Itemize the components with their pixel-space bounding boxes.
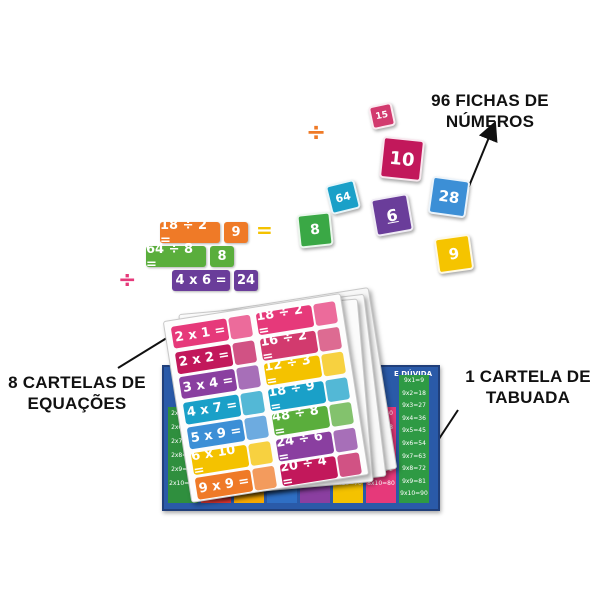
- tabuada-column: 9x1=9 9x2=18 9x3=27 9x4=36 9x5=45 9x6=54 9x7=6…: [399, 375, 429, 503]
- tabuada-cell: 9x8=72: [402, 465, 426, 473]
- card-answer-slot[interactable]: [336, 452, 363, 478]
- equation-expression[interactable]: 64 ÷ 8 =: [146, 242, 206, 272]
- card-equation-left[interactable]: 3 x 4 =: [178, 368, 238, 400]
- number-tile[interactable]: 15: [367, 101, 397, 131]
- card-answer-slot[interactable]: [243, 415, 270, 441]
- tabuada-cell: 9x9=81: [402, 477, 426, 485]
- tabuada-cell: 9x3=27: [402, 402, 426, 410]
- label-cartelas-equacoes: 8 CARTELAS DE EQUAÇÕES: [8, 373, 146, 413]
- card-answer-slot[interactable]: [316, 326, 343, 352]
- tabuada-cell: 9x7=63: [402, 452, 426, 460]
- number-tile[interactable]: 28: [427, 175, 471, 219]
- tabuada-cell: 8x10=80: [367, 480, 395, 487]
- tabuada-cell: 9x2=18: [402, 389, 426, 397]
- equation-answer[interactable]: 24: [234, 270, 258, 291]
- card-equation-right[interactable]: 20 ÷ 4 =: [279, 453, 339, 490]
- equation-answer[interactable]: 8: [210, 246, 234, 267]
- divide-sign-icon: ÷: [306, 118, 327, 146]
- card-answer-slot[interactable]: [235, 364, 262, 391]
- tabuada-cell: 9x4=36: [402, 414, 426, 422]
- number-tile[interactable]: 8: [296, 211, 334, 249]
- card-answer-slot[interactable]: [324, 376, 351, 402]
- tile-value: 28: [437, 186, 461, 208]
- tile-value: 10: [388, 147, 416, 171]
- card-answer-slot[interactable]: [320, 351, 347, 377]
- tabuada-cell: 2x9=18: [171, 466, 195, 473]
- tile-value: 6: [384, 204, 400, 226]
- tile-value: 15: [374, 109, 390, 123]
- card-answer-slot[interactable]: [231, 339, 258, 365]
- tabuada-cell: 9x10=90: [400, 490, 428, 498]
- card-answer-slot[interactable]: [312, 301, 339, 327]
- equation-expression[interactable]: 4 x 6 =: [172, 270, 230, 291]
- tabuada-cell: 9x6=54: [402, 439, 426, 447]
- number-tile[interactable]: 10: [378, 135, 426, 183]
- tile-value: 9: [447, 244, 461, 264]
- equation-card[interactable]: 2 x 1 =2 x 2 =3 x 4 =4 x 7 =5 x 9 =6 x 1…: [162, 293, 370, 503]
- card-answer-slot[interactable]: [328, 401, 355, 427]
- card-equation-left[interactable]: 2 x 1 =: [170, 318, 230, 349]
- card-answer-slot[interactable]: [251, 465, 278, 491]
- card-answer-slot[interactable]: [228, 314, 254, 340]
- label-cartela-tabuada: 1 CARTELA DE TABUADA: [465, 367, 591, 407]
- tabuada-cell: 9x1=9: [403, 377, 425, 384]
- number-tile[interactable]: 9: [433, 233, 475, 275]
- tabuada-cell: 2x8=16: [171, 452, 195, 459]
- card-answer-slot[interactable]: [332, 426, 359, 453]
- tile-value: 8: [309, 221, 321, 239]
- equation-expression[interactable]: 18 ÷ 2 =: [160, 218, 220, 248]
- equation-answer[interactable]: 9: [224, 222, 248, 243]
- tabuada-header: E DÚVIDA: [394, 370, 432, 378]
- tabuada-cell: 2x10=20: [169, 480, 197, 487]
- tile-value: 64: [333, 188, 353, 206]
- card-answer-slot[interactable]: [239, 390, 266, 416]
- divide-sign-icon: ÷: [118, 268, 137, 293]
- card-answer-slot[interactable]: [247, 440, 274, 466]
- equals-sign-icon: =: [256, 218, 273, 242]
- tabuada-cell: 9x5=45: [402, 427, 426, 435]
- number-tile[interactable]: 6: [369, 192, 415, 238]
